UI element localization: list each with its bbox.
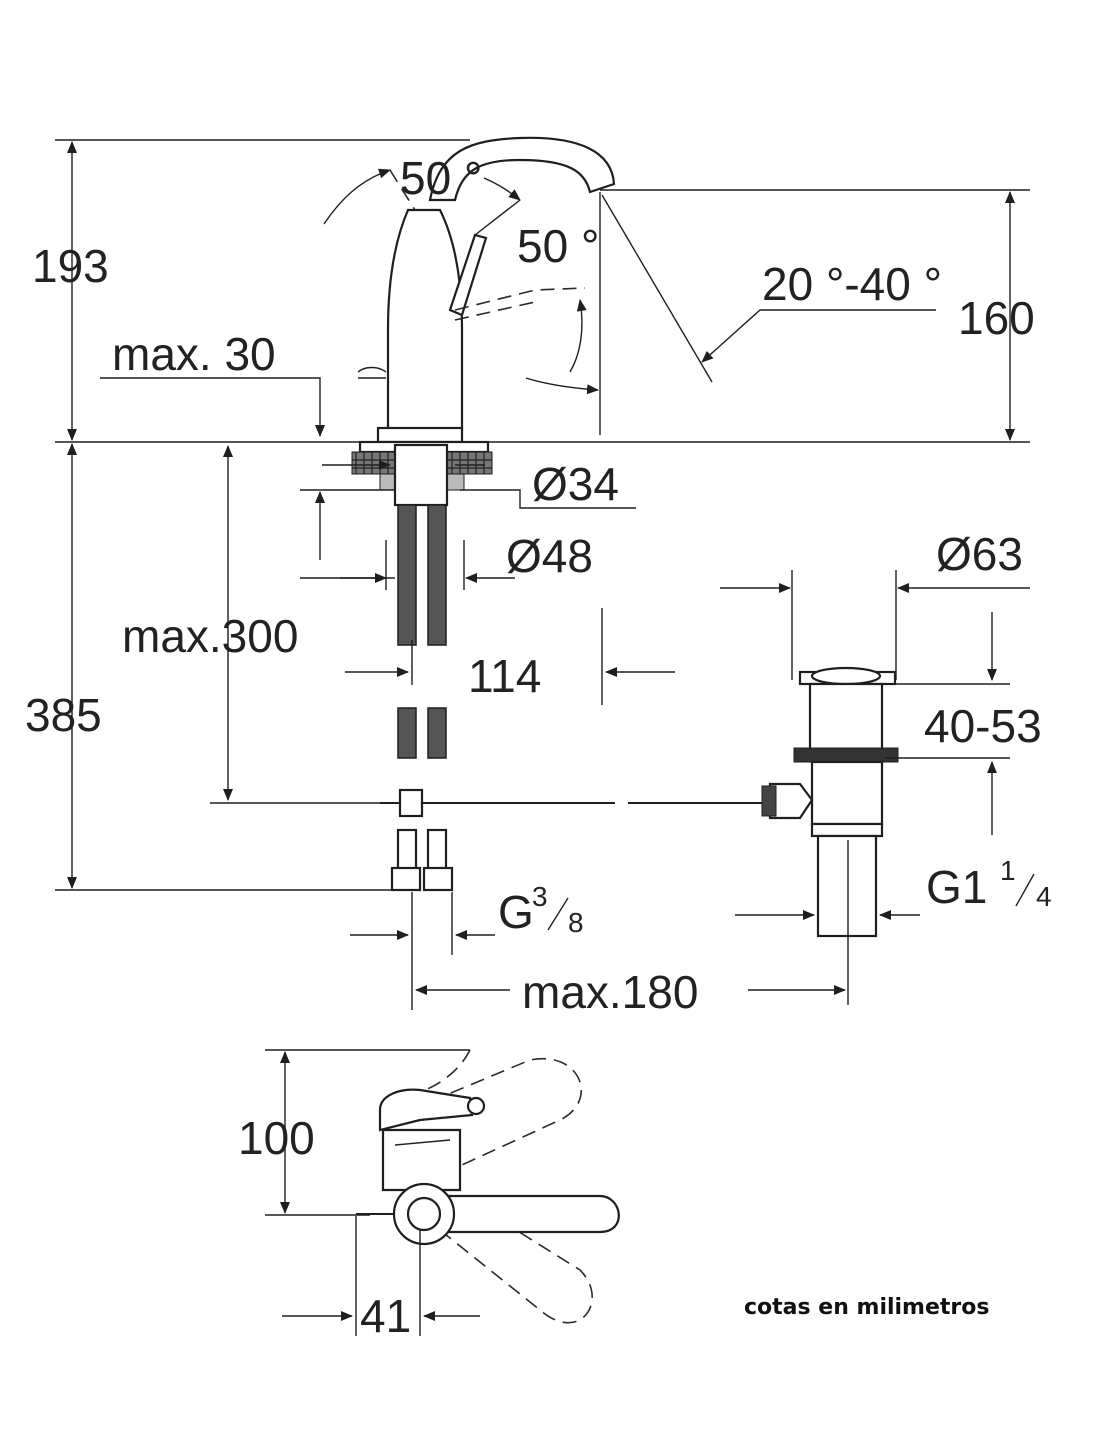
label-g1-1-4: G1 1 4 bbox=[926, 855, 1052, 913]
label-100: 100 bbox=[238, 1112, 315, 1164]
faucet-side-view bbox=[351, 136, 770, 892]
label-max-30: max. 30 bbox=[112, 328, 276, 380]
label-max-300: max.300 bbox=[122, 610, 298, 662]
label-g-3-8-sup: 3 bbox=[532, 881, 548, 912]
label-114: 114 bbox=[468, 650, 541, 702]
label-angle-lever: 50 ° bbox=[517, 220, 599, 272]
label-g1-1-4-sup: 1 bbox=[1000, 855, 1016, 886]
reference-lines bbox=[55, 139, 1030, 891]
label-385: 385 bbox=[25, 689, 102, 741]
label-40-53: 40-53 bbox=[924, 700, 1042, 752]
label-diameter-63: Ø63 bbox=[936, 528, 1023, 580]
label-g-3-8: G 3 8 bbox=[498, 881, 584, 938]
label-angle-top: 50 ° bbox=[400, 152, 482, 204]
units-note: cotas en milimetros bbox=[744, 1295, 989, 1320]
label-g1-1-4-main: G1 bbox=[926, 861, 987, 913]
label-g1-1-4-sub: 4 bbox=[1036, 881, 1052, 912]
label-193: 193 bbox=[32, 240, 109, 292]
waste-assembly bbox=[761, 666, 899, 1005]
label-max-180: max.180 bbox=[522, 966, 698, 1018]
faucet-top-view bbox=[265, 1049, 620, 1336]
label-diameter-48: Ø48 bbox=[506, 530, 593, 582]
dimension-arrows bbox=[67, 141, 1030, 1010]
label-g-3-8-main: G bbox=[498, 886, 534, 938]
label-g-3-8-sub: 8 bbox=[568, 907, 584, 938]
label-41: 41 bbox=[360, 1290, 411, 1342]
label-diameter-34: Ø34 bbox=[532, 458, 619, 510]
label-spout-angle: 20 °-40 ° bbox=[762, 258, 942, 310]
label-160: 160 bbox=[958, 292, 1035, 344]
